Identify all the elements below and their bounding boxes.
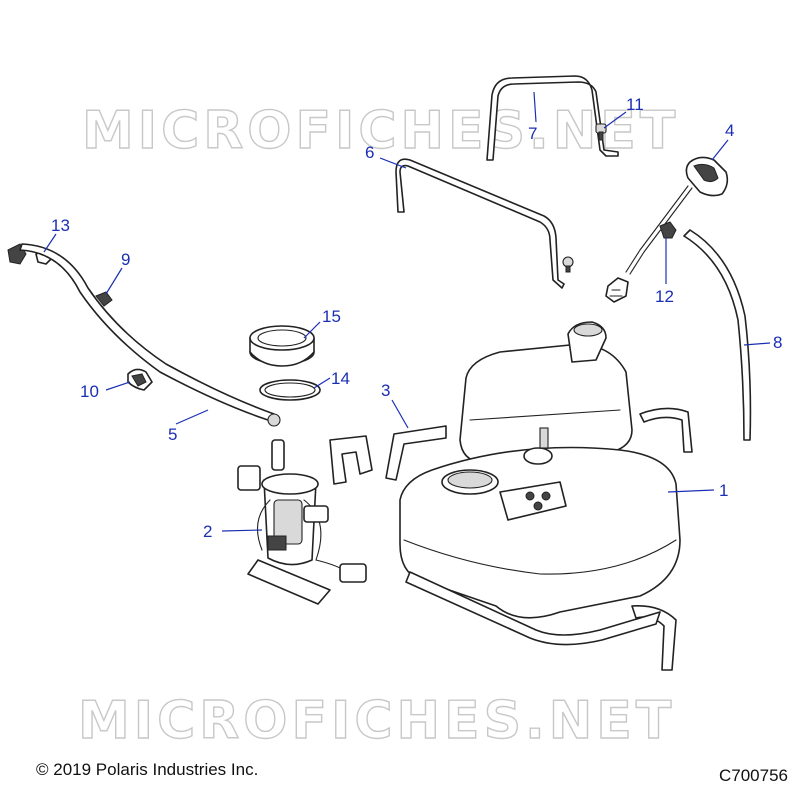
leader-lines (43, 91, 771, 532)
callout-9: 9 (121, 250, 130, 269)
strap-pad-b (385, 425, 447, 481)
vent-hose (683, 229, 752, 441)
callout-6: 6 (365, 143, 374, 162)
strap-pad-c (639, 407, 693, 453)
callout-2: 2 (203, 522, 212, 541)
drawing-code: C700756 (718, 766, 788, 785)
callout-labels: 1 2 3 4 5 6 7 8 9 10 11 12 13 14 15 (51, 95, 782, 541)
callout-4: 4 (725, 121, 734, 140)
gasket (259, 379, 321, 401)
callout-14: 14 (331, 369, 350, 388)
callout-15: 15 (322, 307, 341, 326)
fuel-cap (605, 156, 729, 303)
bolt-small (595, 123, 607, 141)
callout-3: 3 (381, 381, 390, 400)
strap-side (395, 158, 565, 289)
clip-lower (127, 368, 153, 391)
bolt-strap (562, 256, 574, 273)
clip-right (659, 221, 677, 239)
callout-13: 13 (51, 216, 70, 235)
strap-upper (486, 75, 619, 161)
clip-line (95, 291, 113, 307)
strap-pad-a (329, 435, 373, 485)
callout-5: 5 (168, 425, 177, 444)
fuel-tank (399, 321, 681, 646)
copyright-notice: © 2019 Polaris Industries Inc. (36, 760, 259, 779)
callout-7: 7 (528, 124, 537, 143)
watermark-top: MICROFICHES.NET (82, 101, 679, 161)
fuel-pump (237, 439, 367, 605)
lock-ring (249, 325, 315, 367)
callout-1: 1 (719, 481, 728, 500)
callout-11: 11 (626, 95, 644, 114)
callout-12: 12 (655, 287, 674, 306)
watermark-bottom: MICROFICHES.NET (78, 691, 675, 751)
callout-8: 8 (773, 333, 782, 352)
callout-10: 10 (80, 382, 99, 401)
fuel-line (19, 243, 281, 427)
